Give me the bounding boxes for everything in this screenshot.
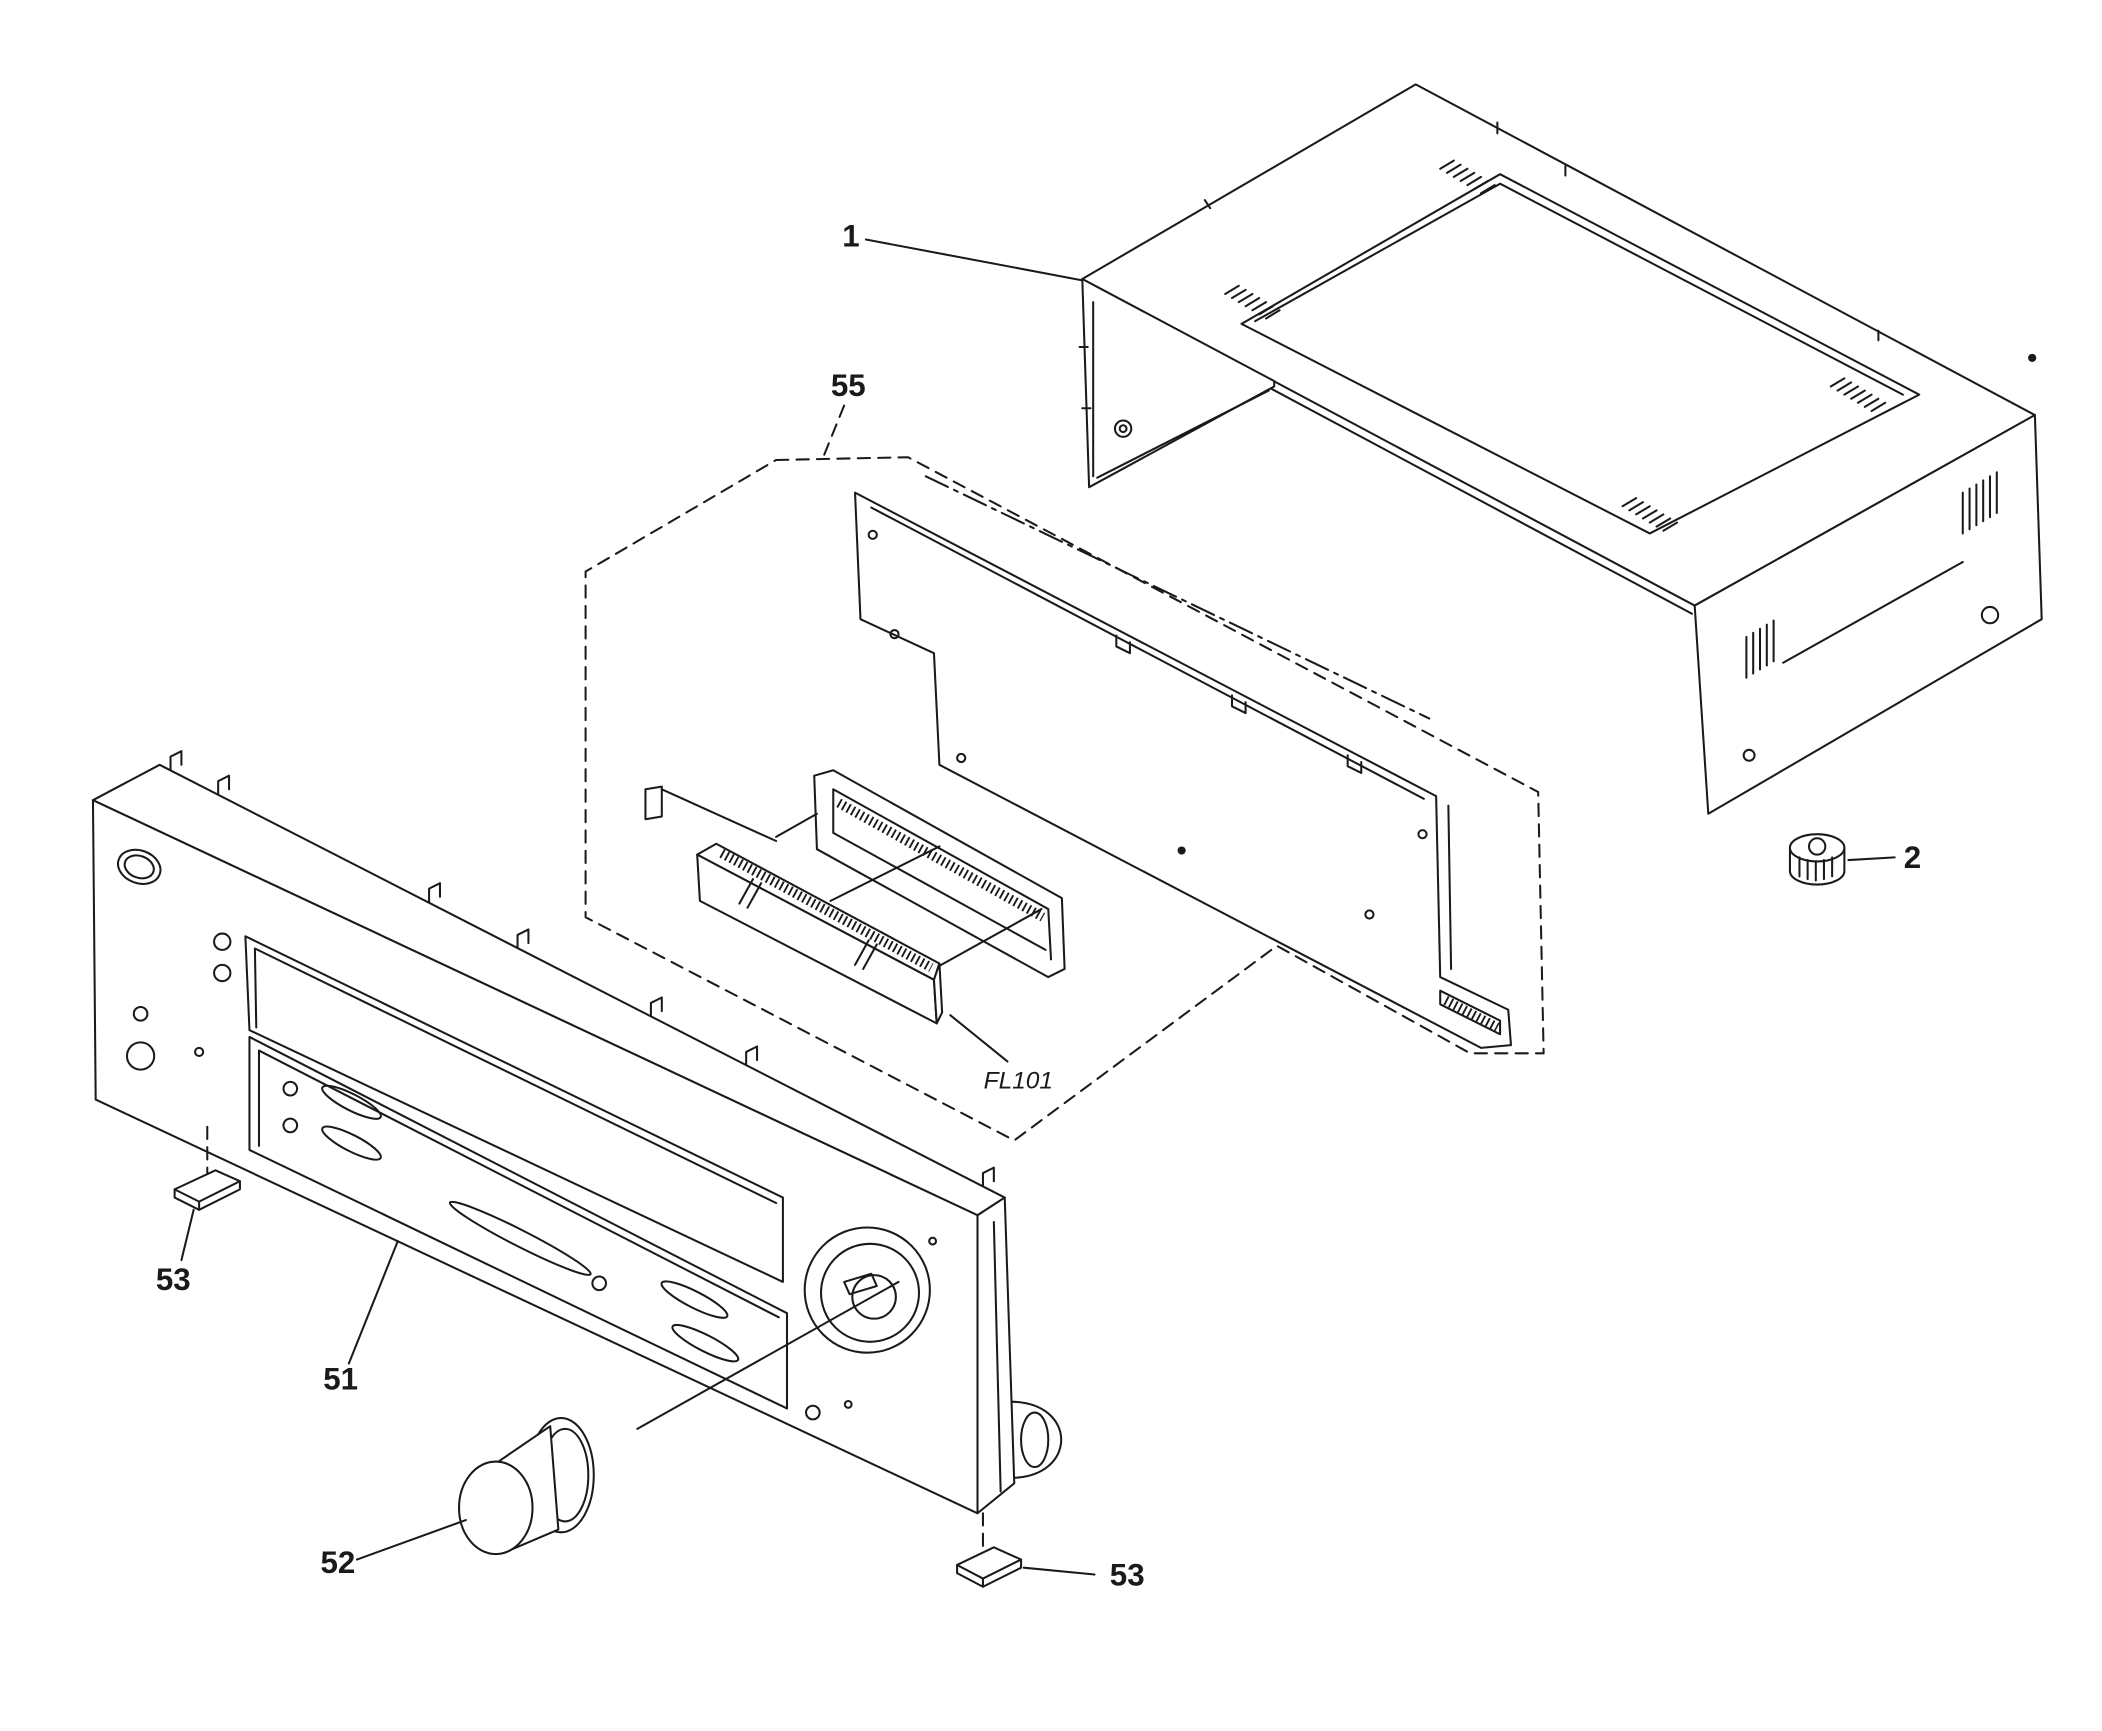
panel-slot-button <box>448 1200 592 1276</box>
part-label-53-left: 53 <box>156 1262 191 1297</box>
cover-left-side-panel <box>1081 277 1276 489</box>
display-pins <box>719 849 934 972</box>
knob-assembly-line <box>636 1280 900 1430</box>
pcb-hole <box>1177 846 1186 855</box>
pcb-hole <box>889 629 900 640</box>
panel-button <box>132 1006 149 1022</box>
panel-button <box>805 1404 821 1421</box>
spacer-guide-line <box>660 788 778 843</box>
display-holder-inner <box>832 788 1053 961</box>
panel-slot-button <box>660 1280 729 1319</box>
pcb-hole <box>1417 829 1428 840</box>
display-glass-marks <box>738 878 878 970</box>
foot-left-top <box>173 1169 241 1203</box>
knob-front-face <box>458 1460 534 1556</box>
knob-opening-outer <box>803 1226 931 1354</box>
part-label-51: 51 <box>323 1361 358 1396</box>
cover-top-recess <box>1240 173 1921 535</box>
foot-right-top <box>956 1546 1023 1580</box>
part-label-55: 55 <box>831 368 866 403</box>
cover-screw-hole-inner <box>1118 424 1128 434</box>
panel-indicator <box>928 1236 938 1246</box>
panel-indicator <box>843 1399 853 1409</box>
panel-top-tabs <box>169 750 995 1188</box>
cover-corner-dot <box>2028 353 2037 362</box>
pcb-hole <box>867 529 878 540</box>
pcb-board <box>854 491 1512 1049</box>
knob-shaft-hub <box>851 1274 897 1320</box>
part-label-53-right: 53 <box>1110 1557 1145 1592</box>
knob-opening-inner <box>819 1242 921 1343</box>
panel-right-side <box>976 1196 1016 1515</box>
part-label-fl101: FL101 <box>984 1068 1053 1095</box>
cover-left-panel-inner-lines <box>1078 301 1270 479</box>
panel-right-side-inner <box>992 1221 1002 1493</box>
part-53-foot-right <box>956 1512 1023 1588</box>
panel-button <box>282 1117 299 1134</box>
panel-rear-bulge <box>1009 1400 1063 1479</box>
cover-top-vents <box>1224 159 1887 532</box>
panel-button <box>213 963 232 983</box>
part-51-front-panel <box>91 750 1063 1515</box>
part-53-foot-left <box>173 1125 241 1211</box>
panel-display-window-inner <box>253 947 778 1205</box>
assembly-center-line <box>924 475 1431 720</box>
cover-side-vents <box>1745 471 1998 679</box>
part-52-knob <box>458 1416 595 1556</box>
power-button-inner <box>123 854 155 880</box>
leader-line-52 <box>355 1519 467 1561</box>
cover-edge-ticks <box>1203 121 1880 342</box>
knob-shaft-notch <box>843 1272 878 1296</box>
display-end <box>932 962 944 1025</box>
leader-line-51 <box>347 1240 399 1365</box>
leader-line-53-left <box>180 1208 195 1262</box>
cover-right-hole-small <box>1742 748 1756 762</box>
small-spacer <box>644 785 663 821</box>
cover-right-panel-inner-line <box>1782 561 1964 664</box>
pcb-inner-edge <box>870 506 1453 970</box>
panel-slot-button <box>671 1323 740 1363</box>
pcb-notches <box>1115 634 1363 774</box>
panel-display-window <box>244 935 784 1283</box>
panel-control-area-inner <box>257 1049 780 1319</box>
headphone-jack <box>125 1041 156 1071</box>
foot-center <box>1807 837 1827 856</box>
pcb-hole <box>1364 909 1375 920</box>
cover-screw-hole <box>1113 419 1133 438</box>
panel-control-area <box>248 1035 789 1410</box>
part-label-52: 52 <box>321 1545 356 1580</box>
part-55-pcb-assembly <box>584 456 1545 1142</box>
leader-line-fl101 <box>949 1014 1009 1063</box>
panel-button <box>282 1080 299 1097</box>
cover-top-recess-inner <box>1254 182 1904 396</box>
panel-slot-button <box>321 1084 382 1120</box>
leader-line-55 <box>822 404 846 457</box>
leader-line-1 <box>864 238 1084 282</box>
part-1-top-cover <box>1078 83 2043 815</box>
foot-ribs <box>1798 856 1834 882</box>
panel-button <box>213 932 232 951</box>
panel-rear-bulge-detail <box>1020 1411 1050 1469</box>
part-label-1: 1 <box>842 218 859 253</box>
assembly-boundary <box>584 456 1545 1142</box>
foot-top <box>1788 833 1846 863</box>
part-label-2: 2 <box>1904 840 1921 875</box>
panel-button <box>591 1275 608 1292</box>
leader-line-2 <box>1847 856 1896 862</box>
part-2-foot <box>1788 833 1846 886</box>
pcb-hole <box>956 752 967 764</box>
power-button <box>117 848 162 885</box>
leader-line-53-right <box>1022 1566 1096 1576</box>
panel-slot-button <box>321 1125 382 1161</box>
cover-right-hole <box>1980 605 2000 625</box>
panel-indicator <box>194 1046 205 1058</box>
